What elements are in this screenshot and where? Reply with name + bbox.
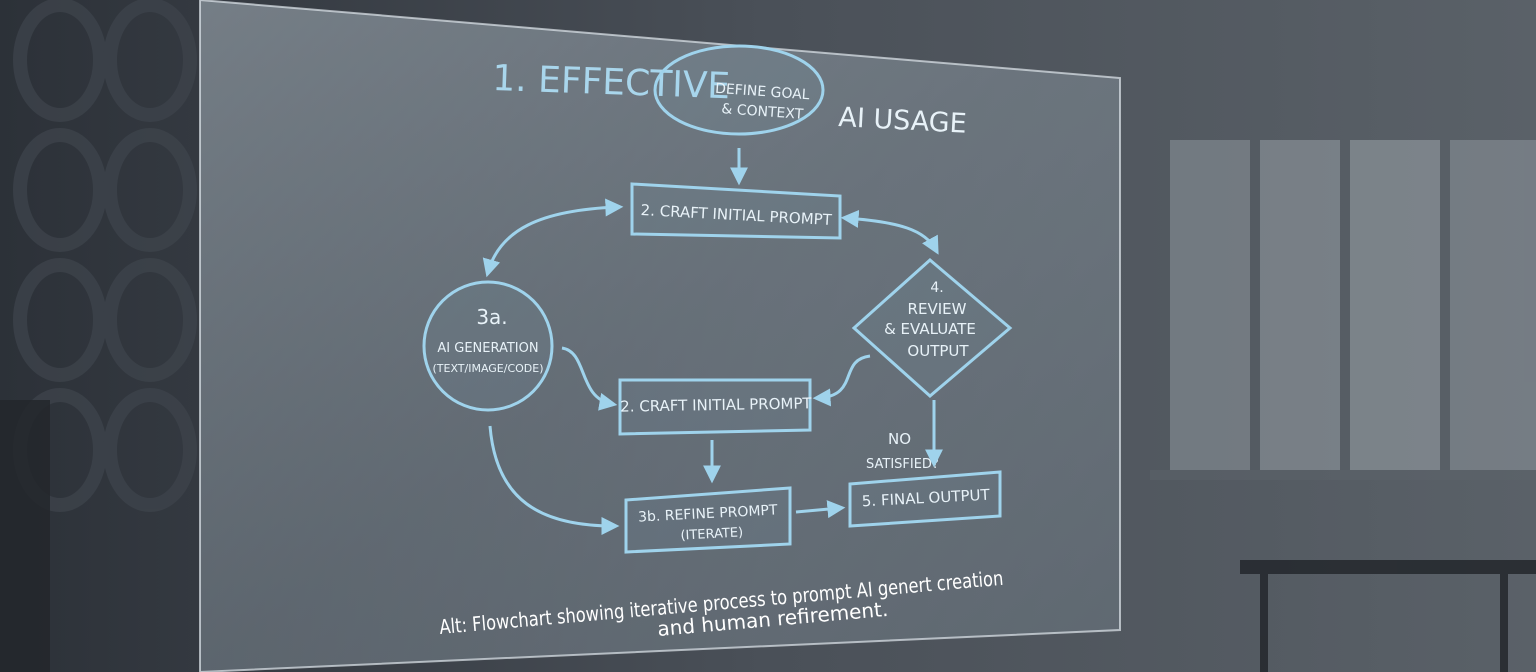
final-output-node (848, 470, 1002, 528)
diagram-title-part2: AI USAGE (838, 102, 968, 140)
refine-prompt-line1: 3b. REFINE PROMPT (638, 502, 779, 525)
review-num: 4. (930, 280, 943, 296)
ai-generation-line2: (TEXT/IMAGE/CODE) (432, 362, 543, 375)
office-furniture (0, 400, 1536, 672)
arrow-craft-to-ai-generation (482, 198, 624, 278)
refine-prompt-line2: (ITERATE) (680, 525, 743, 543)
goal-node-line1: DEFINE GOAL (715, 81, 811, 104)
arrow-review-to-craft-mid (812, 354, 871, 407)
ai-generation-num: 3a. (476, 305, 507, 329)
arrow-ai-generation-to-craft-mid (561, 346, 618, 411)
goal-node (653, 44, 825, 136)
glass-panel (199, 0, 1121, 672)
office-windows (1150, 140, 1536, 480)
arrow-ai-generation-to-refine (488, 425, 620, 535)
review-line2: & EVALUATE (884, 320, 976, 338)
craft-prompt-mid-label: 2. CRAFT INITIAL PROMPT (620, 394, 813, 415)
review-decision-node (851, 258, 1013, 398)
refine-prompt-node (624, 486, 792, 554)
ai-generation-line1: AI GENERATION (437, 341, 538, 356)
review-line1: REVIEW (908, 300, 967, 318)
craft-prompt-top-node (630, 182, 842, 240)
diagram-title-part1: 1. EFFECTIVE (492, 58, 731, 107)
craft-prompt-mid-node (618, 378, 812, 436)
review-line3: OUTPUT (907, 342, 969, 360)
edge-label-satisfied: SATISFIED? (866, 457, 939, 472)
ai-generation-node (422, 280, 554, 412)
edge-label-no: NO (888, 430, 911, 448)
arrow-refine-to-final (795, 500, 846, 519)
goal-node-line2: & CONTEXT (721, 101, 804, 123)
arrow-craft-to-review (840, 209, 939, 255)
